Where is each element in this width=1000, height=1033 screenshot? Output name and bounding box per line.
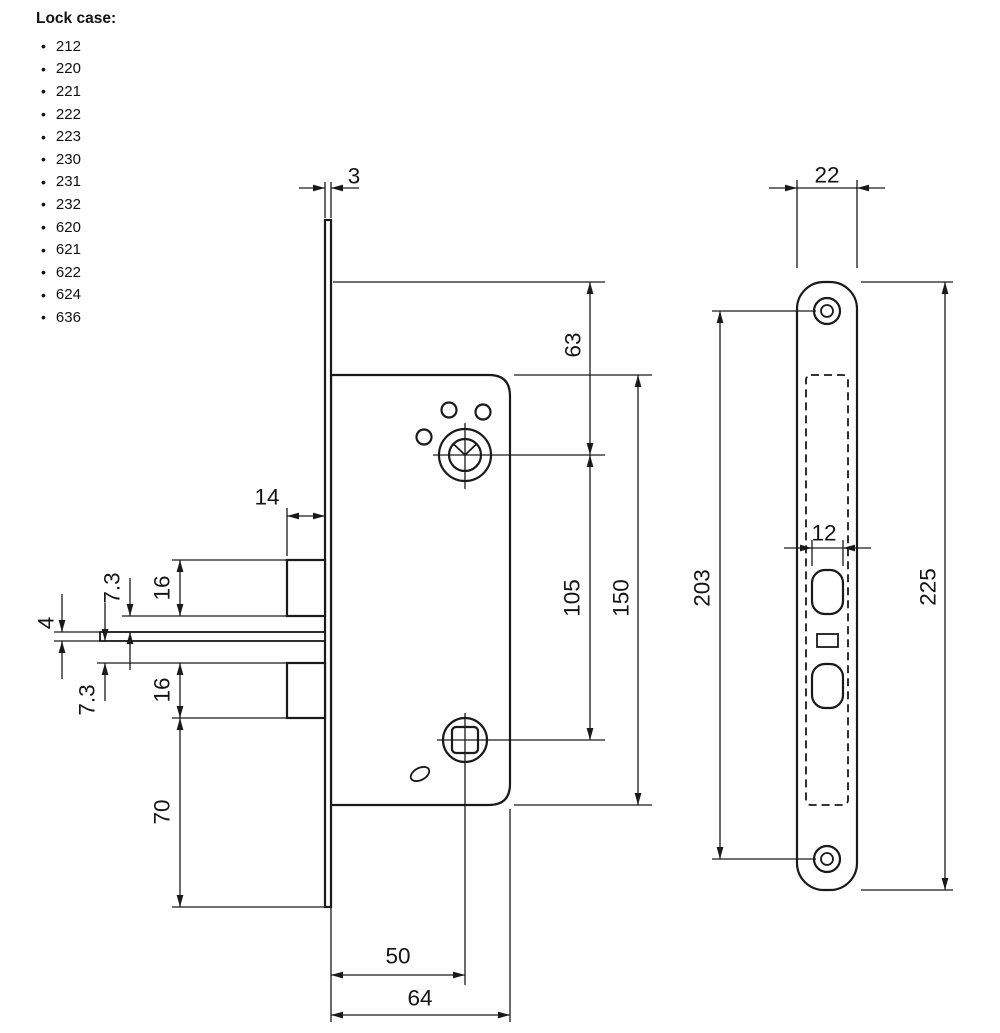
lock-case-item: 636 [41, 306, 116, 329]
latch-opening-lower [810, 662, 845, 710]
latch-opening-upper [810, 568, 845, 616]
lock-case-list: Lock case: 212 220 221 222 223 230 231 2… [36, 10, 116, 329]
dim-label-case-depth: 64 [407, 986, 432, 1011]
dim-case-height: 150 [609, 375, 642, 805]
lock-case-item: 232 [41, 193, 116, 216]
dim-lower-bolt-height: 16 [150, 663, 184, 718]
spindle-hole [437, 713, 605, 985]
dim-opening-width: 12 [784, 521, 871, 552]
dim-faceplate-length: 225 [916, 282, 949, 890]
lock-case-item: 221 [41, 80, 116, 103]
lock-case-item: 223 [41, 125, 116, 148]
dim-upper-clearance: 7.3 [100, 572, 134, 670]
center-cutout [816, 633, 839, 648]
dim-faceplate-width: 22 [769, 163, 885, 192]
dim-label-case-height: 150 [609, 579, 634, 617]
dim-label-top-to-cylinder: 63 [561, 332, 586, 357]
dim-top-to-cylinder: 63 [561, 282, 594, 455]
dim-label-lower-clearance: 7.3 [75, 684, 100, 715]
screw-boss-hole [440, 401, 458, 419]
dim-label-faceplate-thickness: 3 [348, 164, 361, 189]
lock-case-items: 212 220 221 222 223 230 231 232 620 621 … [36, 35, 116, 329]
dim-label-screw-hole-spacing: 203 [690, 569, 715, 607]
extension-lines-side [54, 182, 652, 1022]
latch-bolt-upper [285, 558, 327, 618]
lock-case-item: 622 [41, 261, 116, 284]
dim-bolt-to-bottom: 70 [150, 718, 184, 907]
cylinder-hole [415, 401, 605, 489]
dim-label-faceplate-width: 22 [814, 163, 839, 188]
dim-label-backset: 50 [385, 944, 410, 969]
dim-label-upper-bolt-height: 16 [150, 575, 175, 600]
dim-label-bolt-protrusion: 14 [254, 485, 279, 510]
dim-faceplate-thickness: 3 [299, 164, 361, 192]
lock-case-item: 624 [41, 284, 116, 307]
dim-label-bolt-to-bottom: 70 [150, 799, 175, 824]
lock-case-item: 230 [41, 148, 116, 171]
dim-label-cylinder-to-spindle: 105 [560, 579, 585, 617]
rivet-slot [409, 766, 431, 782]
front-view: 22 12 203 225 [690, 163, 953, 892]
dim-bolt-protrusion: 14 [254, 485, 325, 520]
lock-case-item: 231 [41, 171, 116, 194]
dim-lower-clearance: 7.3 [75, 603, 109, 716]
lock-case-item: 222 [41, 103, 116, 126]
lock-case-list-title: Lock case: [36, 10, 117, 27]
dim-label-lower-bolt-height: 16 [150, 677, 175, 702]
dim-cylinder-to-spindle: 105 [560, 455, 594, 740]
screw-boss-hole [474, 403, 492, 421]
dim-screw-hole-spacing: 203 [690, 311, 724, 859]
lock-case-item: 620 [41, 216, 116, 239]
side-view: 3 14 7.3 16 4 16 7.3 [34, 164, 652, 1022]
dim-backset: 50 [331, 944, 465, 979]
dim-upper-bolt-height: 16 [150, 560, 184, 616]
dim-case-depth: 64 [331, 986, 510, 1019]
latch-bolt-lower [285, 661, 327, 720]
dim-label-opening-width: 12 [811, 521, 836, 546]
dim-label-upper-clearance: 7.3 [100, 572, 125, 603]
extension-lines-front [712, 180, 953, 891]
screw-hole-top [812, 296, 842, 326]
dim-label-trigger-thickness: 4 [34, 617, 59, 630]
lock-case-item: 621 [41, 238, 116, 261]
screw-hole-bottom [812, 844, 842, 874]
lock-case-item: 212 [41, 35, 116, 58]
lock-case-item: 220 [41, 58, 116, 81]
dim-trigger-thickness: 4 [34, 594, 66, 679]
screw-boss-hole [415, 428, 433, 446]
hidden-case-outline [805, 374, 849, 806]
dim-label-faceplate-length: 225 [916, 568, 941, 606]
trigger-plate [99, 631, 326, 642]
